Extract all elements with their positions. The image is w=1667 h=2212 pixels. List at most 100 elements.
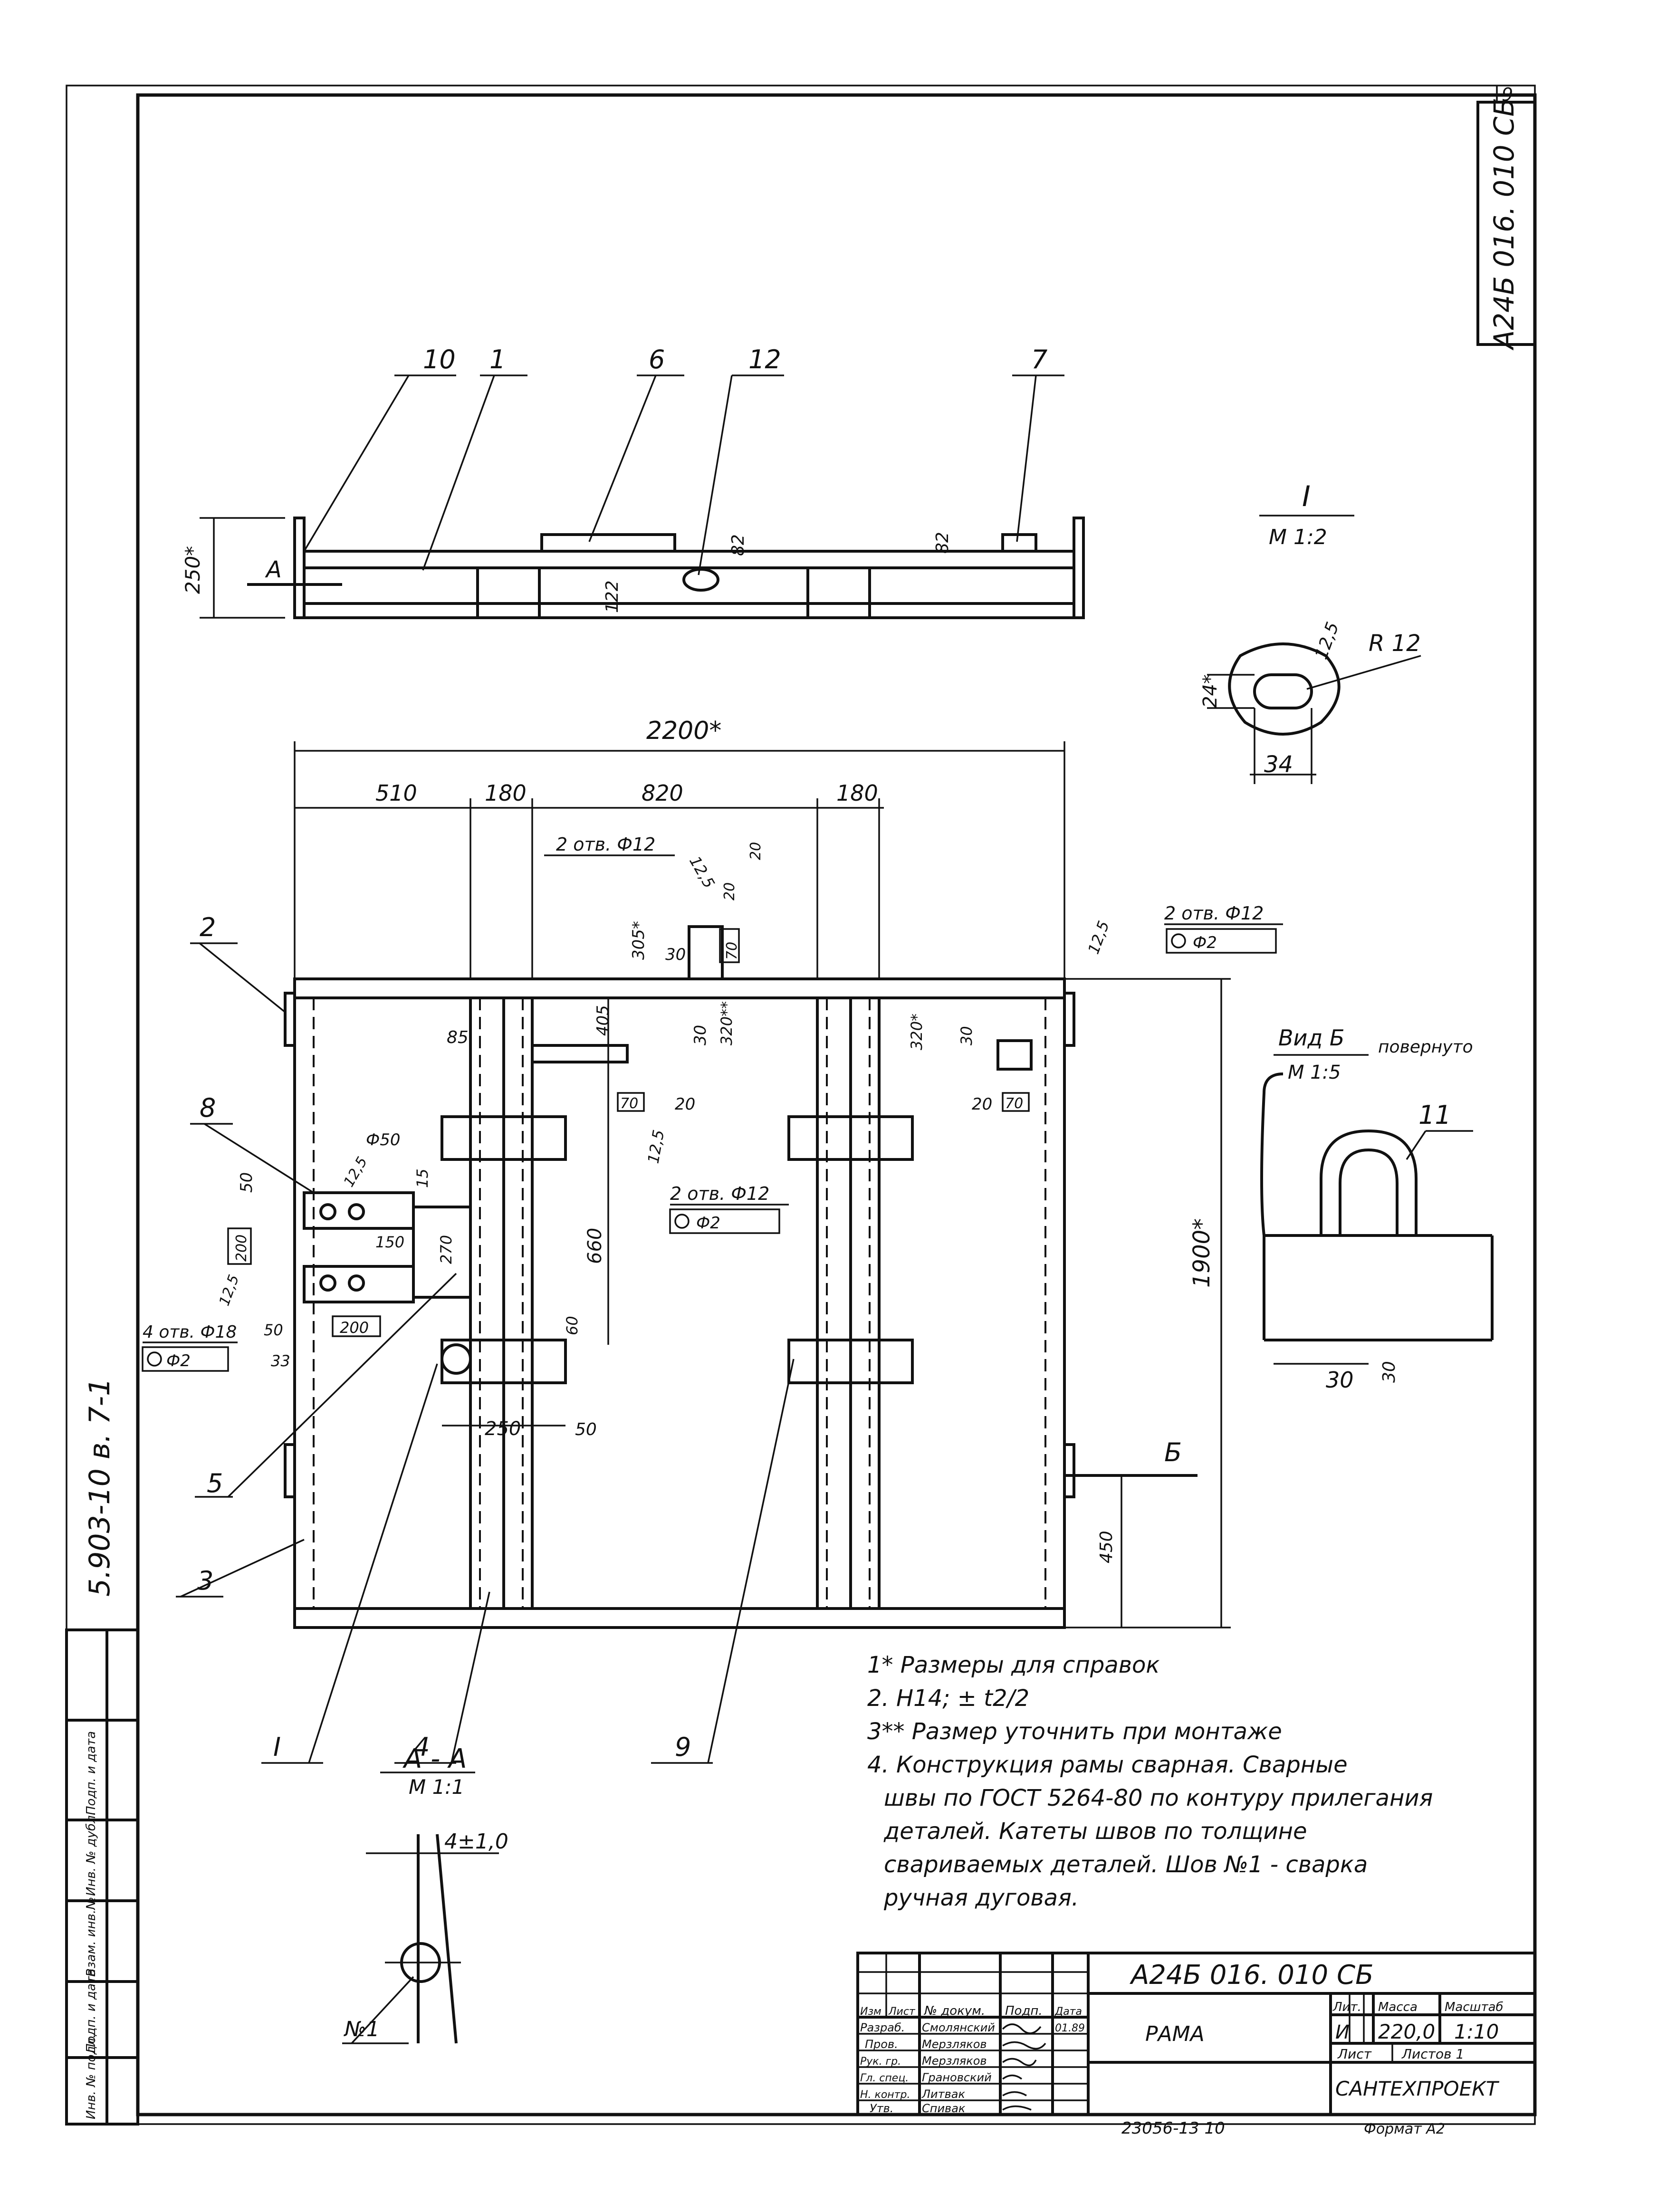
section-mark-a: А <box>265 556 282 583</box>
tb-role-6: Утв. <box>870 2102 893 2115</box>
side-stamp: Инв. № подл. Подп. и дата Взам. инв.№ Ин… <box>65 1628 139 2126</box>
tb-scale-label: Масштаб <box>1445 2000 1504 2014</box>
pos-label-9: 9 <box>675 1732 691 1762</box>
note-8: ручная дуговая. <box>883 1885 1079 1911</box>
top-dim-82b: 82 <box>933 532 952 554</box>
pos-label-11: 11 <box>1418 1100 1451 1130</box>
dim-30b: 30 <box>665 945 686 964</box>
dim-height-1900: 1900* <box>1188 1218 1215 1288</box>
pos-label-4: 4 <box>413 1732 430 1762</box>
note-3: 3** Размер уточнить при монтаже <box>867 1718 1282 1745</box>
dim-125a: 12,5 <box>686 853 719 891</box>
dim-overall-width: 2200* <box>646 717 721 745</box>
dim-70c: 70 <box>1005 1095 1023 1112</box>
dim-405: 405 <box>594 1005 613 1036</box>
detail-i-dim-34: 34 <box>1264 751 1293 778</box>
tb-sheet-label: Лист <box>1337 2046 1372 2062</box>
top-height-dim: 250* <box>181 546 204 594</box>
dim-250: 250 <box>485 1418 521 1440</box>
hole-notes: 2 отв. Ф12 2 отв. Ф12 Ф2 2 отв. Ф12 Ф2 4… <box>142 834 1283 1372</box>
hole-note-1: 2 отв. Ф12 <box>556 834 655 855</box>
view-b-scale: М 1:5 <box>1288 1062 1341 1083</box>
tb-name-3: Мерзляков <box>922 2054 987 2068</box>
detail-i: I М 1:2 24* 12,5 R 12 34 <box>1199 480 1421 784</box>
hole-note-4: 4 отв. Ф18 <box>143 1322 237 1342</box>
side-code: 5.903-10 в. 7-1 <box>83 1378 116 1597</box>
dim-15: 15 <box>413 1168 431 1188</box>
detail-i-dim-24: 24* <box>1199 674 1221 708</box>
dim-820: 820 <box>642 780 683 806</box>
view-b-title: Вид Б <box>1278 1025 1344 1051</box>
signature-3 <box>1002 2058 1037 2067</box>
pos-label-i: I <box>273 1732 281 1762</box>
tb-name: РАМА <box>1145 2022 1205 2046</box>
view-b-dim-30a: 30 <box>1326 1367 1354 1393</box>
dim-450: 450 <box>1097 1531 1116 1563</box>
tb-name-1: Смолянский <box>922 2021 995 2034</box>
top-leaders <box>303 374 1064 575</box>
tb-org: САНТЕХПРОЕКТ <box>1335 2077 1500 2100</box>
pos-label-12: 12 <box>748 345 781 374</box>
dim-150: 150 <box>375 1233 404 1251</box>
section-aa-scale: М 1:1 <box>409 1775 464 1799</box>
pos-label-5: 5 <box>207 1468 223 1498</box>
top-dim-82a: 82 <box>728 534 748 556</box>
pos-label-2: 2 <box>200 912 216 942</box>
main-leaders <box>176 942 795 1764</box>
main-view <box>284 925 1075 1629</box>
main-dimensions: 2200* 510 180 820 180 1900* 85 405 30 32… <box>216 717 1231 1628</box>
dim-200b: 200 <box>340 1319 369 1337</box>
tb-lit-label: Лит. <box>1332 2000 1361 2014</box>
tb-header-date: Дата <box>1054 2006 1082 2018</box>
tb-role-2: Пров. <box>865 2038 898 2051</box>
dim-70b: 70 <box>620 1095 638 1112</box>
tb-lit: И <box>1335 2021 1350 2043</box>
section-aa: А - А М 1:1 4±1,0 №1 <box>342 1743 508 2044</box>
dim-320a: 320** <box>718 1001 736 1045</box>
dim-180a: 180 <box>485 780 527 806</box>
stamp-cell-2: Подп. и дата <box>84 1969 98 2053</box>
stamp-cell-1: Инв. № подл. <box>84 2034 98 2119</box>
view-b-dim-30b: 30 <box>1380 1361 1399 1383</box>
weld-label: №1 <box>343 2017 380 2041</box>
hole-note-3: 2 отв. Ф12 <box>670 1183 769 1204</box>
note-1: 1* Размеры для справок <box>867 1652 1159 1678</box>
tb-role-3: Рук. гр. <box>860 2056 901 2068</box>
tb-role-5: Н. контр. <box>860 2089 910 2101</box>
dim-50b: 50 <box>237 1172 256 1193</box>
pos-label-6: 6 <box>649 345 665 374</box>
detail-i-dim-125: 12,5 <box>1312 620 1343 662</box>
tb-name-6: Спивак <box>922 2102 966 2115</box>
detail-i-scale: М 1:2 <box>1269 525 1327 549</box>
dim-33: 33 <box>271 1352 290 1370</box>
doc-code-top: А24Б 016. 010 СБ <box>1488 98 1520 351</box>
dim-270: 270 <box>437 1235 455 1264</box>
outer-border <box>66 85 1536 2125</box>
tb-scale: 1:10 <box>1454 2020 1499 2043</box>
dim-180b: 180 <box>836 780 878 806</box>
dim-50a: 50 <box>575 1420 597 1439</box>
title-block: Изм Лист № докум. Подп. Дата Разраб. Смо… <box>856 1952 1536 2116</box>
dim-box-70a <box>719 928 740 963</box>
dim-60: 60 <box>563 1316 581 1335</box>
dim-20d: 20 <box>747 842 764 860</box>
hole-tol-2: Ф2 <box>1193 933 1217 952</box>
dim-125c: 12,5 <box>644 1129 668 1165</box>
signature-2 <box>1002 2041 1046 2050</box>
stamp-cell-4: Инв. № дубл. <box>84 1811 98 1896</box>
stamp-cell-3: Взам. инв.№ <box>84 1897 98 1977</box>
note-5: швы по ГОСТ 5264-80 по контуру прилегани… <box>884 1785 1433 1811</box>
tb-name-2: Мерзляков <box>922 2038 987 2051</box>
note-6: деталей. Катеты швов по толщине <box>883 1818 1307 1845</box>
pos-label-3: 3 <box>197 1566 213 1596</box>
top-dim-122: 122 <box>603 580 622 613</box>
view-b: Вид Б повернуто М 1:5 30 30 <box>1260 1025 1494 1393</box>
dim-box-200a <box>227 1227 252 1265</box>
top-view: 250* А 122 82 82 <box>181 517 1085 619</box>
signature-5 <box>1002 2091 1027 2097</box>
view-arrow-b: Б <box>1164 1437 1182 1467</box>
tb-name-4: Грановский <box>922 2071 992 2084</box>
note-7: свариваемых деталей. Шов №1 - сварка <box>884 1851 1368 1878</box>
dim-660: 660 <box>584 1228 606 1264</box>
